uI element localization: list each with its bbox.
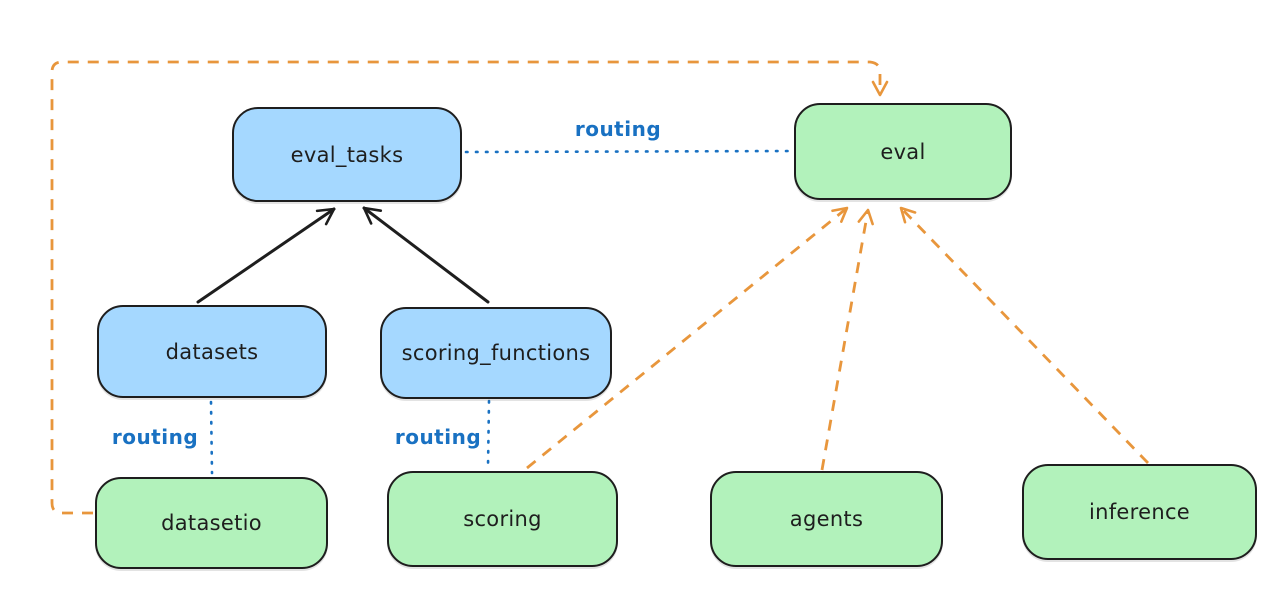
node-eval-label: eval [880,139,926,164]
edge-label-routing-top: routing [574,117,662,141]
node-datasetio-label: datasetio [161,511,262,535]
node-inference: inference [1022,464,1257,560]
edge-datasets-to-eval-tasks [196,207,336,304]
edge-agents-to-eval [820,208,874,471]
node-eval: eval [794,103,1012,200]
edge-eval-tasks-to-eval-routing [464,149,793,154]
edge-datasetio-to-eval [50,60,889,515]
edge-label-routing-scoring: routing [394,425,482,449]
node-agents-label: agents [789,507,864,531]
edge-label-routing-datasetio: routing [111,425,199,449]
node-inference-label: inference [1088,500,1191,524]
node-datasetio: datasetio [95,477,328,569]
edge-scoring-functions-to-eval-tasks [362,206,490,304]
edge-datasets-to-datasetio-routing [209,400,214,475]
node-scoring: scoring [387,471,618,567]
node-scoring-functions: scoring_functions [380,307,612,399]
node-agents: agents [710,471,943,567]
node-eval-tasks-label: eval_tasks [290,142,404,167]
node-eval-tasks: eval_tasks [232,107,462,202]
edge-scoring-to-eval [526,206,849,470]
node-scoring-label: scoring [463,507,542,531]
node-datasets-label: datasets [165,339,259,364]
node-scoring-functions-label: scoring_functions [401,341,591,365]
edge-inference-to-eval [899,206,1150,464]
edge-scoring-functions-to-scoring-routing [486,399,491,469]
node-datasets: datasets [97,305,327,398]
